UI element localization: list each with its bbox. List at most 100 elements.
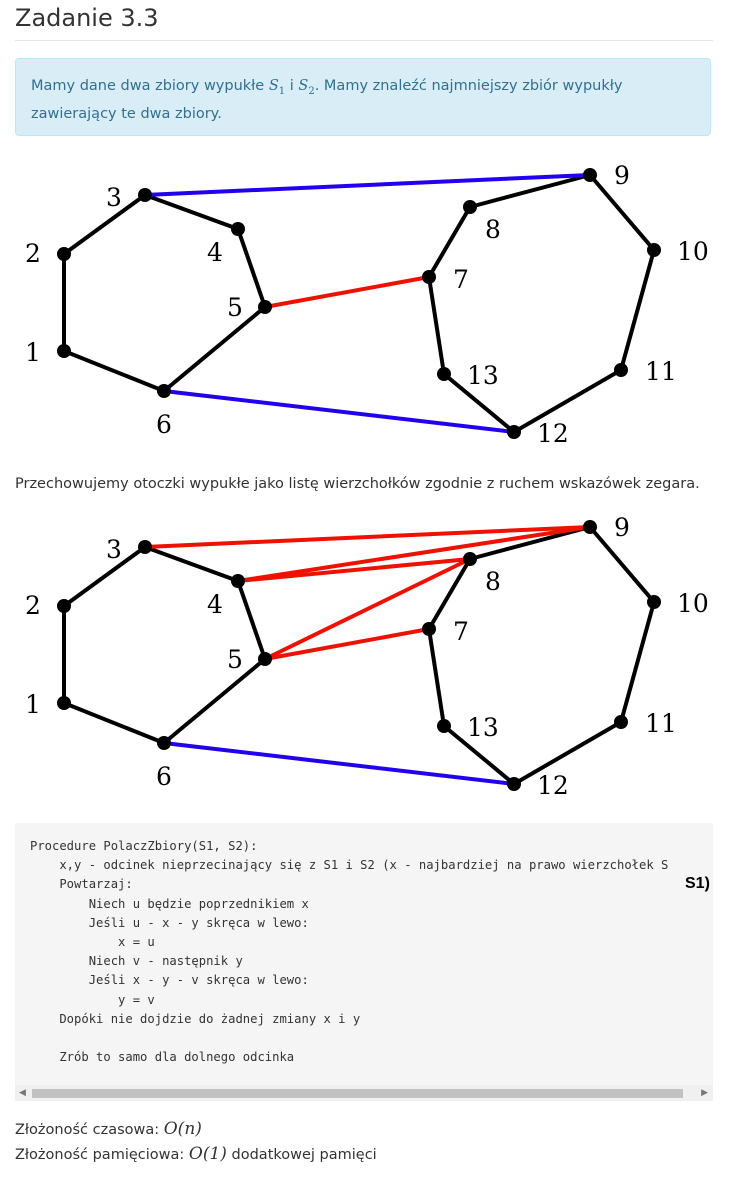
scroll-right-arrow-icon[interactable]: ▶ — [701, 1088, 708, 1098]
edge-13-7 — [427, 275, 446, 376]
vertex-4 — [231, 574, 245, 588]
label-2: 2 — [25, 239, 41, 268]
polygon-s1-edges — [62, 545, 267, 745]
edge-9-10 — [588, 525, 656, 604]
vertex-4 — [231, 222, 245, 236]
label-12: 12 — [537, 771, 569, 800]
polygon-s2-edges — [427, 525, 656, 786]
label-2: 2 — [25, 591, 41, 620]
label-7: 7 — [453, 265, 469, 294]
vertex-5 — [258, 300, 272, 314]
convex-hull-diagram-2: 1 2 3 4 5 6 7 8 9 10 11 12 13 — [25, 513, 709, 800]
label-10: 10 — [677, 589, 709, 618]
label-13: 13 — [467, 713, 499, 742]
set-s1: S1 — [268, 78, 286, 97]
memory-complexity-label: Złożoność pamięciowa: — [15, 1147, 189, 1163]
vertex-11 — [614, 363, 628, 377]
edge-3-4 — [143, 545, 240, 583]
code-line: Dopóki nie dojdzie do żadnej zmiany x i … — [30, 1011, 361, 1026]
vertex-10 — [647, 243, 661, 257]
code-line: Powtarzaj: — [30, 877, 133, 892]
vertex-6 — [157, 384, 171, 398]
vertex-1 — [57, 696, 71, 710]
label-8: 8 — [485, 567, 501, 596]
vertex-8 — [463, 200, 477, 214]
polygon-s1-edges — [62, 193, 267, 393]
code-line: Jeśli u - x - y skręca w lewo: — [30, 915, 309, 930]
memory-complexity: Złożoność pamięciowa: O(1) dodatkowej pa… — [15, 1144, 377, 1164]
time-complexity-value: O(n) — [163, 1119, 202, 1139]
heading-divider — [15, 40, 713, 41]
vertices — [57, 520, 661, 791]
label-8: 8 — [485, 215, 501, 244]
code-line: Procedure PolaczZbiory(S1, S2): — [30, 839, 258, 853]
label-4: 4 — [207, 238, 223, 267]
vertex-labels: 1 2 3 4 5 6 7 8 9 10 11 12 13 — [25, 513, 709, 800]
edge-11-12 — [512, 720, 623, 786]
set-s2: S2 — [298, 78, 315, 97]
label-7: 7 — [453, 617, 469, 646]
search-steps-red — [143, 525, 592, 661]
edge-10-11 — [619, 600, 656, 724]
label-5: 5 — [227, 645, 243, 674]
edge-12-13 — [442, 724, 516, 786]
label-10: 10 — [677, 237, 709, 266]
edge-11-12 — [512, 368, 623, 434]
vertex-10 — [647, 595, 661, 609]
vertex-12 — [507, 425, 521, 439]
vertex-3 — [138, 540, 152, 554]
horizontal-scrollbar[interactable]: ◀ ▶ — [15, 1085, 713, 1101]
scrollbar-thumb[interactable] — [32, 1089, 683, 1098]
time-complexity-label: Złożoność czasowa: — [15, 1122, 164, 1138]
upper-tangent-blue — [144, 173, 591, 197]
vertex-6 — [157, 736, 171, 750]
problem-statement-box: Mamy dane dwa zbiory wypukłe S1 i S2. Ma… — [15, 58, 711, 136]
vertex-12 — [507, 777, 521, 791]
lower-tangent-blue — [163, 741, 515, 786]
edge-13-7 — [427, 627, 446, 728]
memory-complexity-suffix: dodatkowej pamięci — [226, 1147, 377, 1163]
step-4-9 — [236, 525, 592, 583]
label-12: 12 — [537, 419, 569, 448]
edge-6-1 — [62, 349, 166, 393]
step-3-9 — [143, 525, 592, 549]
convex-hull-diagram-1: 1 2 3 4 5 6 7 8 9 10 11 12 13 — [25, 161, 709, 448]
vertex-9 — [583, 520, 597, 534]
code-line: Niech v - następnik y — [30, 954, 243, 969]
vertex-2 — [57, 247, 71, 261]
step-5-8 — [263, 557, 472, 661]
step-5-7 — [263, 627, 431, 661]
polygon-s2-edges — [427, 173, 656, 434]
statement-conj: i — [285, 78, 299, 94]
label-4: 4 — [207, 590, 223, 619]
label-6: 6 — [156, 762, 172, 791]
label-1: 1 — [25, 338, 41, 367]
vertex-5 — [258, 652, 272, 666]
page-title: Zadanie 3.3 — [15, 4, 159, 32]
pseudocode-block[interactable]: Procedure PolaczZbiory(S1, S2): x,y - od… — [15, 823, 713, 1101]
statement-text-1: Mamy dane dwa zbiory wypukłe — [31, 78, 269, 94]
start-segment-red — [264, 275, 430, 309]
vertex-7 — [422, 622, 436, 636]
label-6: 6 — [156, 410, 172, 439]
vertex-3 — [138, 188, 152, 202]
edge-4-5 — [236, 227, 267, 309]
edge-7-8 — [427, 205, 472, 279]
vertex-1 — [57, 344, 71, 358]
edge-8-9 — [468, 525, 592, 561]
vertex-13 — [437, 367, 451, 381]
scroll-left-arrow-icon[interactable]: ◀ — [19, 1088, 26, 1098]
code-line: x,y - odcinek nieprzecinający się z S1 i… — [30, 858, 669, 873]
code-line: Niech u będzie poprzednikiem x — [30, 896, 309, 911]
vertex-13 — [437, 719, 451, 733]
pseudocode-text: Procedure PolaczZbiory(S1, S2): x,y - od… — [30, 837, 668, 1067]
edge-10-11 — [619, 248, 656, 372]
code-line: x = u — [30, 935, 155, 950]
memory-complexity-value: O(1) — [188, 1144, 227, 1164]
edge-3-4 — [143, 193, 240, 231]
vertex-labels: 1 2 3 4 5 6 7 8 9 10 11 12 13 — [25, 161, 709, 448]
label-9: 9 — [614, 161, 630, 190]
code-line: Jeśli x - y - v skręca w lewo: — [30, 973, 309, 988]
edge-5-6 — [162, 657, 267, 745]
vertices — [57, 168, 661, 439]
